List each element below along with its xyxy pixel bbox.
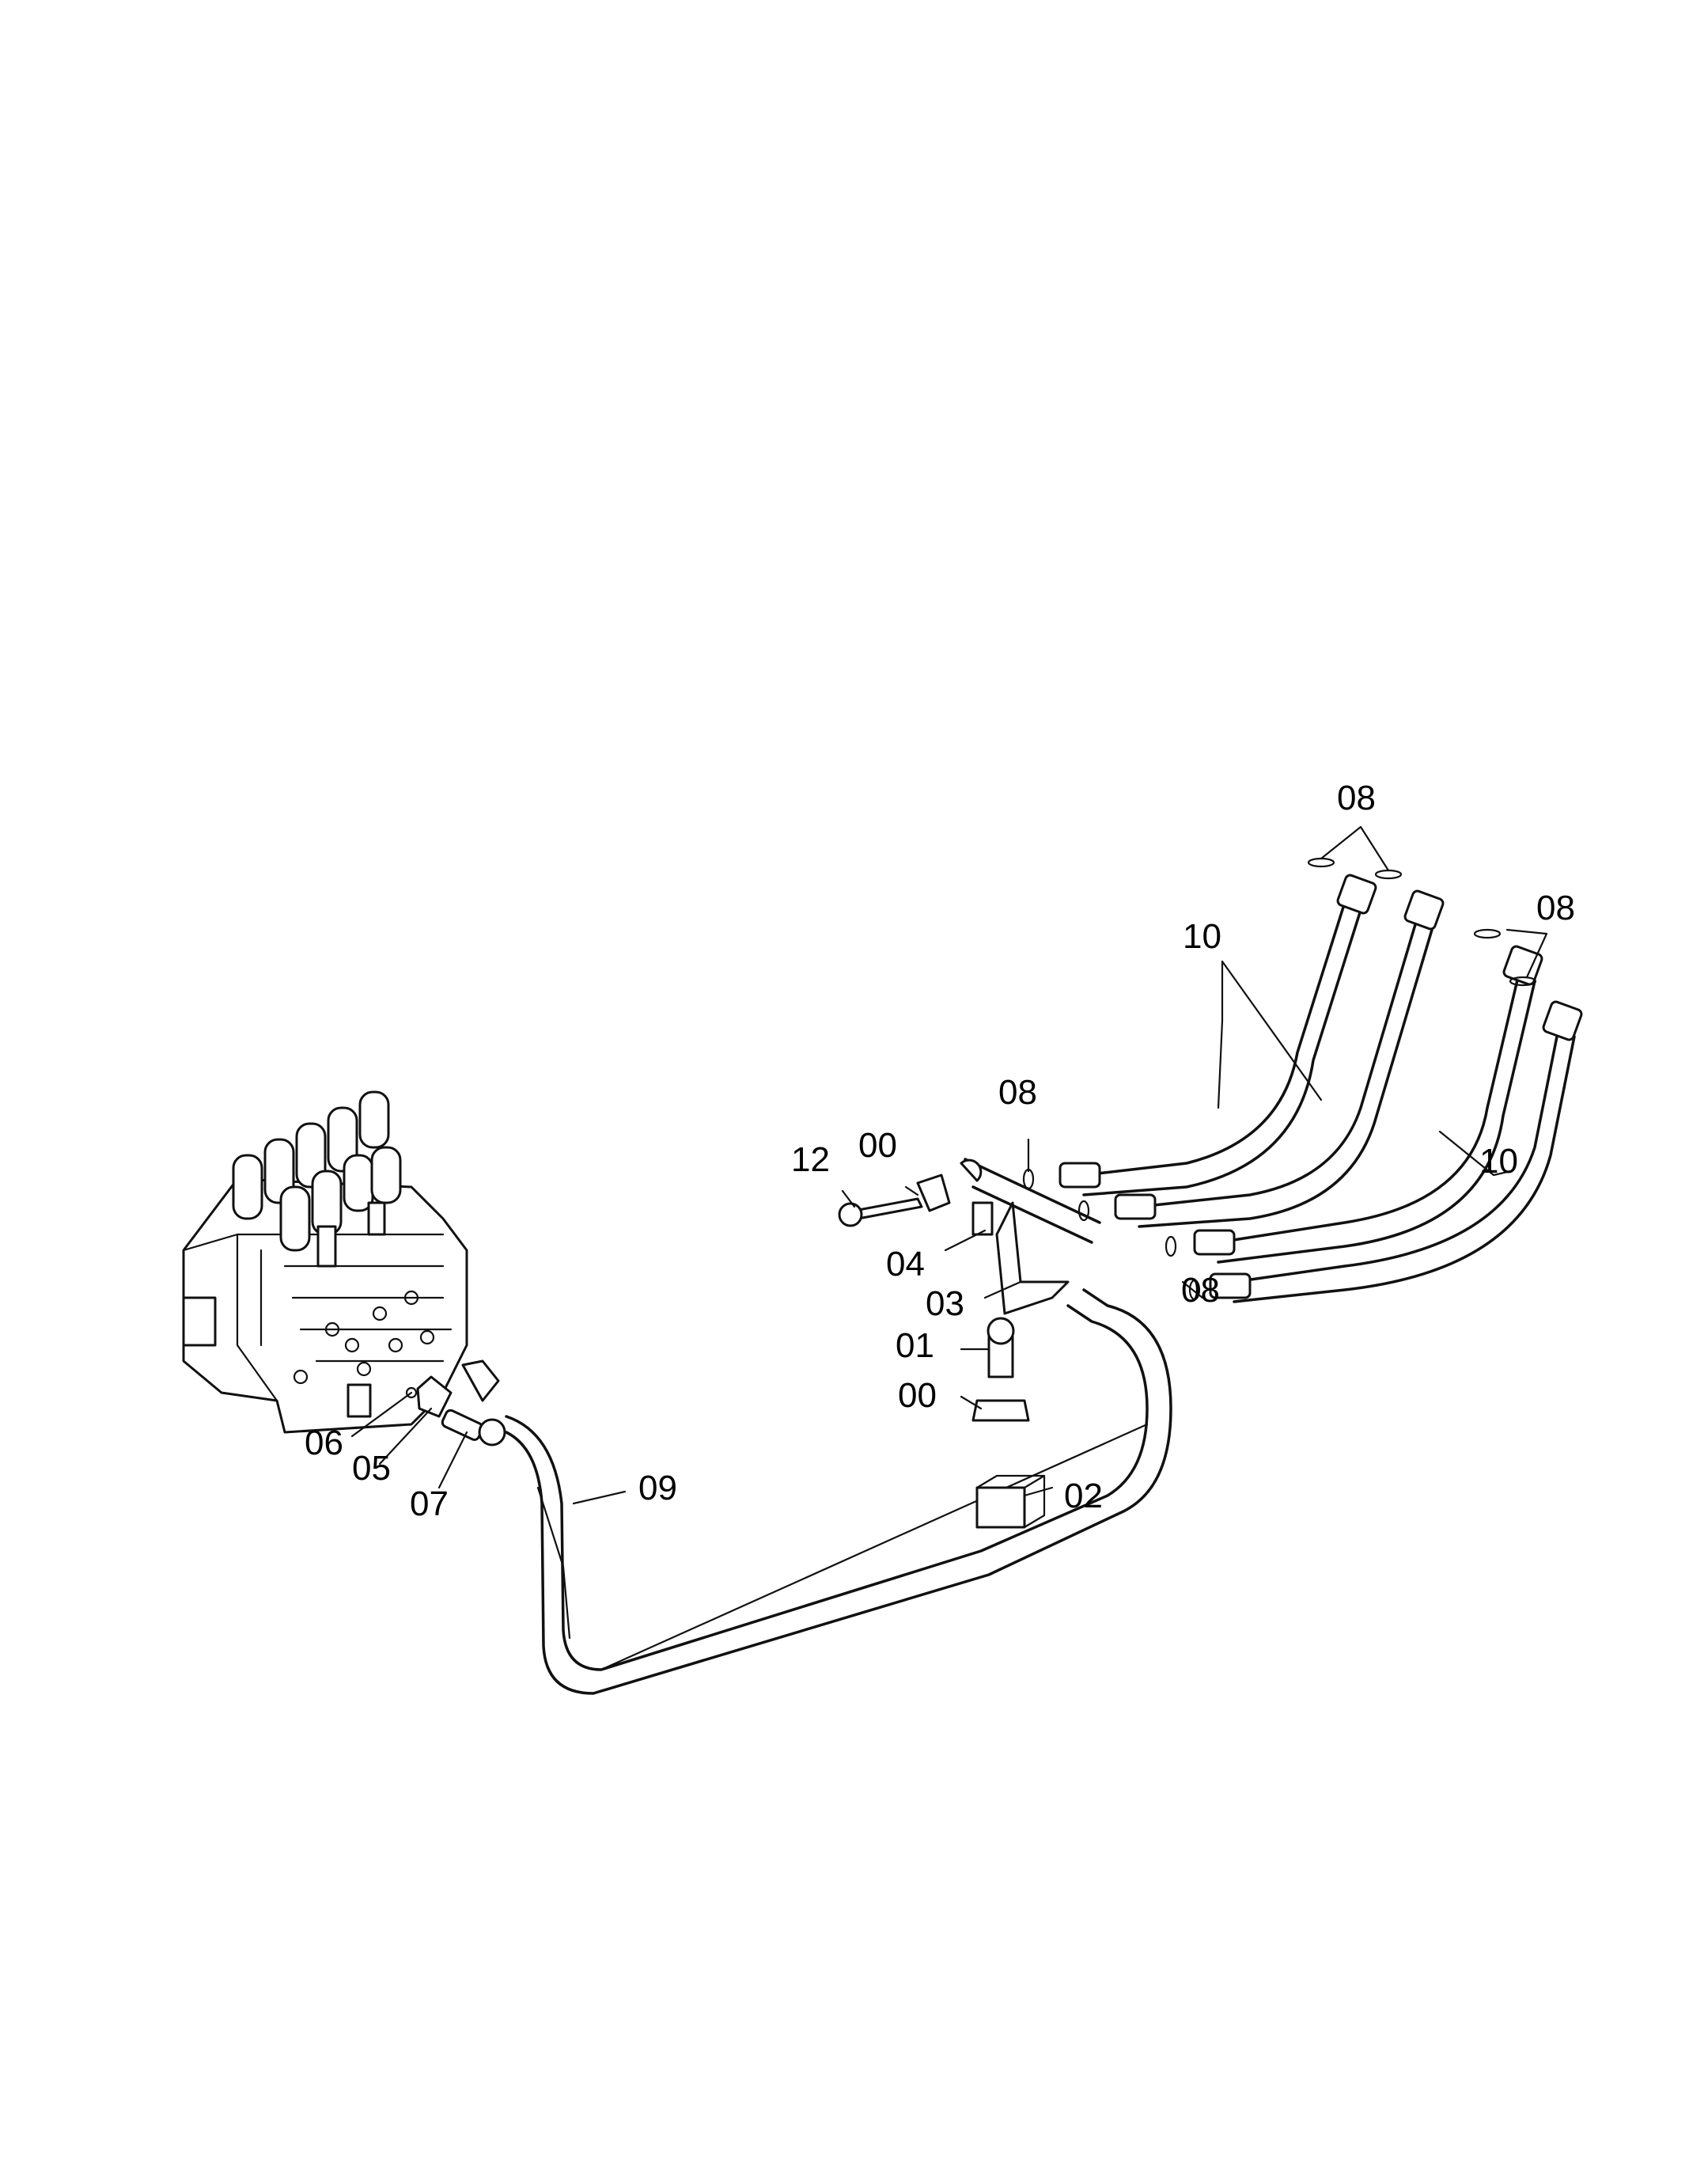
callout-08-right: 08 (1536, 889, 1575, 927)
bracket-hardware (838, 1174, 1070, 1529)
pipe-assembly (505, 1158, 1172, 1695)
callout-07: 07 (410, 1484, 449, 1523)
callout-08-top: 08 (1337, 779, 1376, 817)
callout-04: 04 (886, 1245, 925, 1283)
callout-10-left: 10 (1183, 917, 1221, 956)
callout-00-top: 00 (858, 1126, 897, 1165)
callout-labels: 08 08 10 08 00 12 10 04 08 03 01 00 06 0… (305, 779, 1575, 1523)
callout-00-low: 00 (898, 1376, 937, 1415)
callout-06: 06 (305, 1424, 343, 1462)
hoses (1022, 857, 1583, 1303)
callout-02: 02 (1064, 1477, 1103, 1515)
callout-12: 12 (791, 1140, 830, 1179)
callout-10-right: 10 (1479, 1142, 1518, 1181)
callout-09: 09 (638, 1469, 677, 1507)
flange-fittings (405, 1359, 506, 1447)
callout-08-mid: 08 (998, 1073, 1037, 1112)
callout-03: 03 (926, 1284, 964, 1323)
control-valve (182, 1090, 468, 1434)
callout-05: 05 (352, 1449, 391, 1488)
leader-lines (350, 825, 1548, 1505)
callout-08-low: 08 (1181, 1271, 1220, 1310)
callout-01: 01 (896, 1326, 934, 1365)
